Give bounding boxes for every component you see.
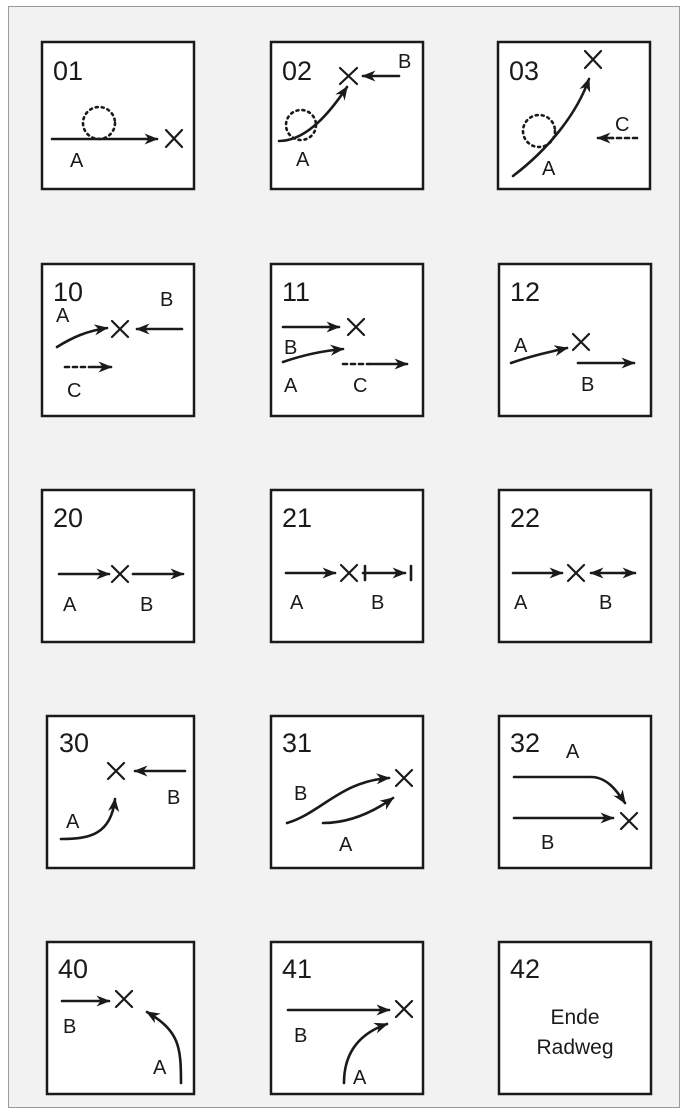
arrow-a	[342, 1022, 389, 1085]
tile-41: 41 B A	[269, 940, 425, 1096]
collision-x	[338, 66, 359, 86]
label-c: C	[353, 375, 367, 397]
tile-number: 01	[53, 56, 83, 86]
label-b: B	[581, 374, 594, 396]
tile-40: 40 B A	[45, 940, 196, 1096]
tile-42: 42 Ende Radweg	[497, 940, 653, 1096]
arrow-a	[281, 344, 345, 364]
collision-x	[106, 761, 126, 781]
collision-x	[619, 811, 639, 831]
tile-number: 11	[282, 277, 310, 307]
tile-01: 01 A	[40, 40, 196, 191]
label-a: A	[339, 834, 353, 856]
label-a: A	[153, 1057, 167, 1079]
tile-number: 42	[510, 954, 540, 984]
dotted-circle-symbol	[521, 113, 557, 149]
collision-x	[571, 332, 591, 352]
label-b: B	[294, 783, 307, 805]
collision-x	[110, 564, 130, 584]
label-a: A	[284, 375, 298, 397]
tile-30: 30 A B	[45, 714, 196, 870]
label-a: A	[514, 335, 528, 357]
tile-22: 22 A B	[497, 488, 653, 644]
label-b: B	[140, 594, 153, 616]
collision-x	[346, 317, 366, 337]
accident-type-diagram: 01 A 02 A B 03 A C	[40, 40, 653, 1096]
arrow-a	[512, 775, 627, 805]
arrow-b	[285, 773, 391, 825]
label-a: A	[566, 741, 580, 763]
label-a: A	[66, 811, 80, 833]
arrow-a	[55, 324, 109, 349]
collision-x	[114, 989, 134, 1009]
label-b: B	[160, 289, 173, 311]
tile-20: 20 A B	[40, 488, 196, 644]
label-a: A	[296, 149, 310, 171]
collision-x	[339, 563, 359, 583]
tile-11: 11 B A C	[269, 262, 425, 418]
arrow-a	[59, 797, 120, 841]
label-b: B	[294, 1025, 307, 1047]
label-a: A	[514, 592, 528, 614]
label-b: B	[63, 1016, 76, 1038]
tile-number: 30	[59, 728, 89, 758]
arrow-a	[277, 85, 349, 143]
tile-02: 02 A B	[269, 40, 425, 191]
tile-12: 12 A B	[497, 262, 653, 418]
arrow-a	[145, 1010, 183, 1085]
label-b: B	[167, 787, 180, 809]
label-c: C	[67, 380, 81, 402]
label-a: A	[542, 158, 556, 180]
tile-number: 10	[53, 277, 83, 307]
collision-x	[394, 768, 414, 788]
tile-10: 10 A B C	[40, 262, 196, 418]
tile-number: 21	[282, 503, 312, 533]
label-a: A	[353, 1067, 367, 1089]
tile-number: 41	[282, 954, 312, 984]
label-a: A	[56, 305, 70, 327]
label-b: B	[284, 337, 297, 359]
tile-03: 03 A C	[496, 40, 652, 191]
collision-x	[110, 319, 130, 339]
tile-21: 21 A B	[269, 488, 425, 644]
arrow-a	[321, 796, 395, 825]
label-a: A	[63, 594, 77, 616]
label-a: A	[290, 592, 304, 614]
tile-number: 31	[282, 728, 312, 758]
tile-number: 03	[509, 56, 539, 86]
tile-32: 32 A B	[497, 714, 653, 870]
collision-x	[583, 49, 603, 70]
tile-31: 31 B A	[269, 714, 425, 870]
label-b: B	[371, 592, 384, 614]
label-a: A	[70, 150, 84, 172]
label-b: B	[599, 592, 612, 614]
diagram-frame: 01 A 02 A B 03 A C	[8, 6, 680, 1108]
tile-number: 32	[510, 728, 540, 758]
collision-x	[394, 999, 414, 1019]
tile-number: 02	[282, 56, 312, 86]
arrow-a	[509, 345, 569, 365]
label-b: B	[398, 51, 411, 73]
tile-number: 22	[510, 503, 540, 533]
tile-number: 40	[58, 954, 88, 984]
end-cycle-path-line-2: Radweg	[536, 1036, 613, 1059]
label-b: B	[541, 832, 554, 854]
collision-x	[566, 563, 586, 583]
arrow-a	[511, 77, 591, 178]
label-c: C	[615, 114, 629, 136]
tile-number: 20	[53, 503, 83, 533]
tile-number: 12	[510, 277, 540, 307]
collision-x	[164, 128, 184, 149]
end-cycle-path-line-1: Ende	[550, 1006, 599, 1029]
